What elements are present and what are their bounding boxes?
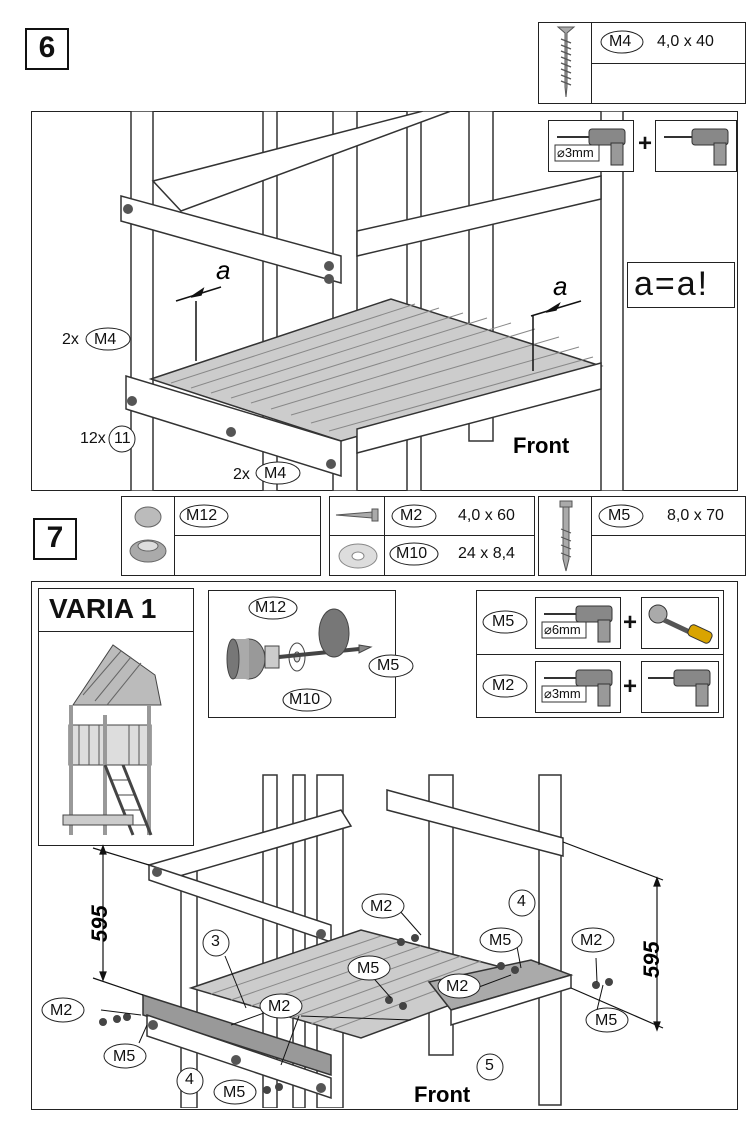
label-m2-e: M2 xyxy=(580,932,603,949)
equation-text: a=a! xyxy=(634,265,710,303)
drill-icon xyxy=(554,128,626,166)
step6-drawing: a a Front xyxy=(120,111,624,491)
cordless-drill-icon xyxy=(648,669,711,707)
equation-box: a=a! xyxy=(627,262,735,308)
step7-cap-box: M12 xyxy=(121,496,321,576)
step7-hw-m5: M5 xyxy=(608,507,631,524)
step6-hw-code: M4 xyxy=(609,33,632,50)
cordless-drill-icon xyxy=(664,128,729,166)
tool-row-2-code: M2 xyxy=(492,677,515,694)
step-7-number: 7 xyxy=(33,518,77,560)
tool-row-2-drill: ⌀3mm xyxy=(535,661,621,713)
step7-hw-m2-size: 4,0 x 60 xyxy=(458,507,515,524)
label-m5-b: M5 xyxy=(223,1084,246,1101)
step7-screw-washer-box: M2 4,0 x 60 M10 24 x 8,4 xyxy=(329,496,535,576)
step6-front-label: Front xyxy=(513,433,570,458)
variant-box: VARIA 1 xyxy=(38,588,194,846)
step7-hw-m10-size: 24 x 8,4 xyxy=(458,545,515,562)
step6-hw-size: 4,0 x 40 xyxy=(657,33,714,50)
label-m2-d: M2 xyxy=(446,978,469,995)
callout-bottom-m4-code: M4 xyxy=(264,465,287,482)
dimension-left: 595 xyxy=(87,905,112,942)
wood-screw-icon xyxy=(335,508,379,522)
step7-hw-m10: M10 xyxy=(396,545,428,562)
label-m5-a: M5 xyxy=(113,1048,136,1065)
plus-sign: + xyxy=(623,673,638,700)
cap-icon xyxy=(129,506,167,563)
callout-part-count: 12x xyxy=(80,430,106,447)
step7-hw-m2: M2 xyxy=(400,507,423,524)
label-m5-d: M5 xyxy=(489,932,512,949)
callout-bottom-m4-count: 2x xyxy=(233,466,250,483)
exploded-m10: M10 xyxy=(289,691,321,708)
callout-part-code: 11 xyxy=(114,430,131,447)
callout-left-m4-count: 2x xyxy=(62,331,79,348)
step7-hw-m12: M12 xyxy=(186,507,218,524)
step6-drill-box: ⌀3mm xyxy=(548,120,634,172)
step-6-number: 6 xyxy=(25,28,69,70)
step6-drill-label: ⌀3mm xyxy=(557,145,594,160)
dimension-right: 595 xyxy=(639,941,664,978)
lag-bolt-icon xyxy=(559,500,573,572)
label-part-4b: 4 xyxy=(517,893,526,910)
socket-wrench-icon xyxy=(648,604,713,644)
label-part-5: 5 xyxy=(485,1057,494,1074)
exploded-view-box: M12 M10 M5 xyxy=(208,590,414,718)
label-m5-c: M5 xyxy=(357,960,380,977)
drill-icon xyxy=(541,605,613,643)
tool-row-1-wrench xyxy=(641,597,719,649)
drill-icon xyxy=(541,669,613,707)
exploded-m12: M12 xyxy=(255,599,287,616)
step7-tools-box: M5 ⌀6mm + M2 ⌀3mm + xyxy=(476,590,724,718)
step7-front-label: Front xyxy=(414,1082,471,1107)
dim-a-right: a xyxy=(553,271,567,301)
washer-icon xyxy=(338,543,378,569)
tool-row-2-screwdriver xyxy=(641,661,719,713)
exploded-m5: M5 xyxy=(377,657,400,674)
label-m2-a: M2 xyxy=(50,1002,73,1019)
label-part-3: 3 xyxy=(211,933,220,950)
tool-row-1-code: M5 xyxy=(492,613,515,630)
bolt-assembly-diagram xyxy=(226,608,373,680)
label-m2-b: M2 xyxy=(268,998,291,1015)
label-part-4a: 4 xyxy=(185,1071,194,1088)
step6-screwdriver-box xyxy=(655,120,737,172)
tool-row-1-drill-label: ⌀6mm xyxy=(544,622,581,637)
screw-icon xyxy=(556,26,576,98)
step6-hardware-box: M4 4,0 x 40 xyxy=(538,22,746,104)
variant-title: VARIA 1 xyxy=(49,593,157,624)
plus-sign: + xyxy=(638,130,653,157)
step7-hw-m5-size: 8,0 x 70 xyxy=(667,507,724,524)
playtower-thumbnail xyxy=(62,644,162,836)
tool-row-2-drill-label: ⌀3mm xyxy=(544,686,581,701)
dim-a-left: a xyxy=(216,255,230,285)
step7-bolt-box: M5 8,0 x 70 xyxy=(538,496,746,576)
callout-left-m4-code: M4 xyxy=(94,331,117,348)
tool-row-1-drill: ⌀6mm xyxy=(535,597,621,649)
label-m5-e: M5 xyxy=(595,1012,618,1029)
label-m2-c: M2 xyxy=(370,898,393,915)
plus-sign: + xyxy=(623,609,638,636)
